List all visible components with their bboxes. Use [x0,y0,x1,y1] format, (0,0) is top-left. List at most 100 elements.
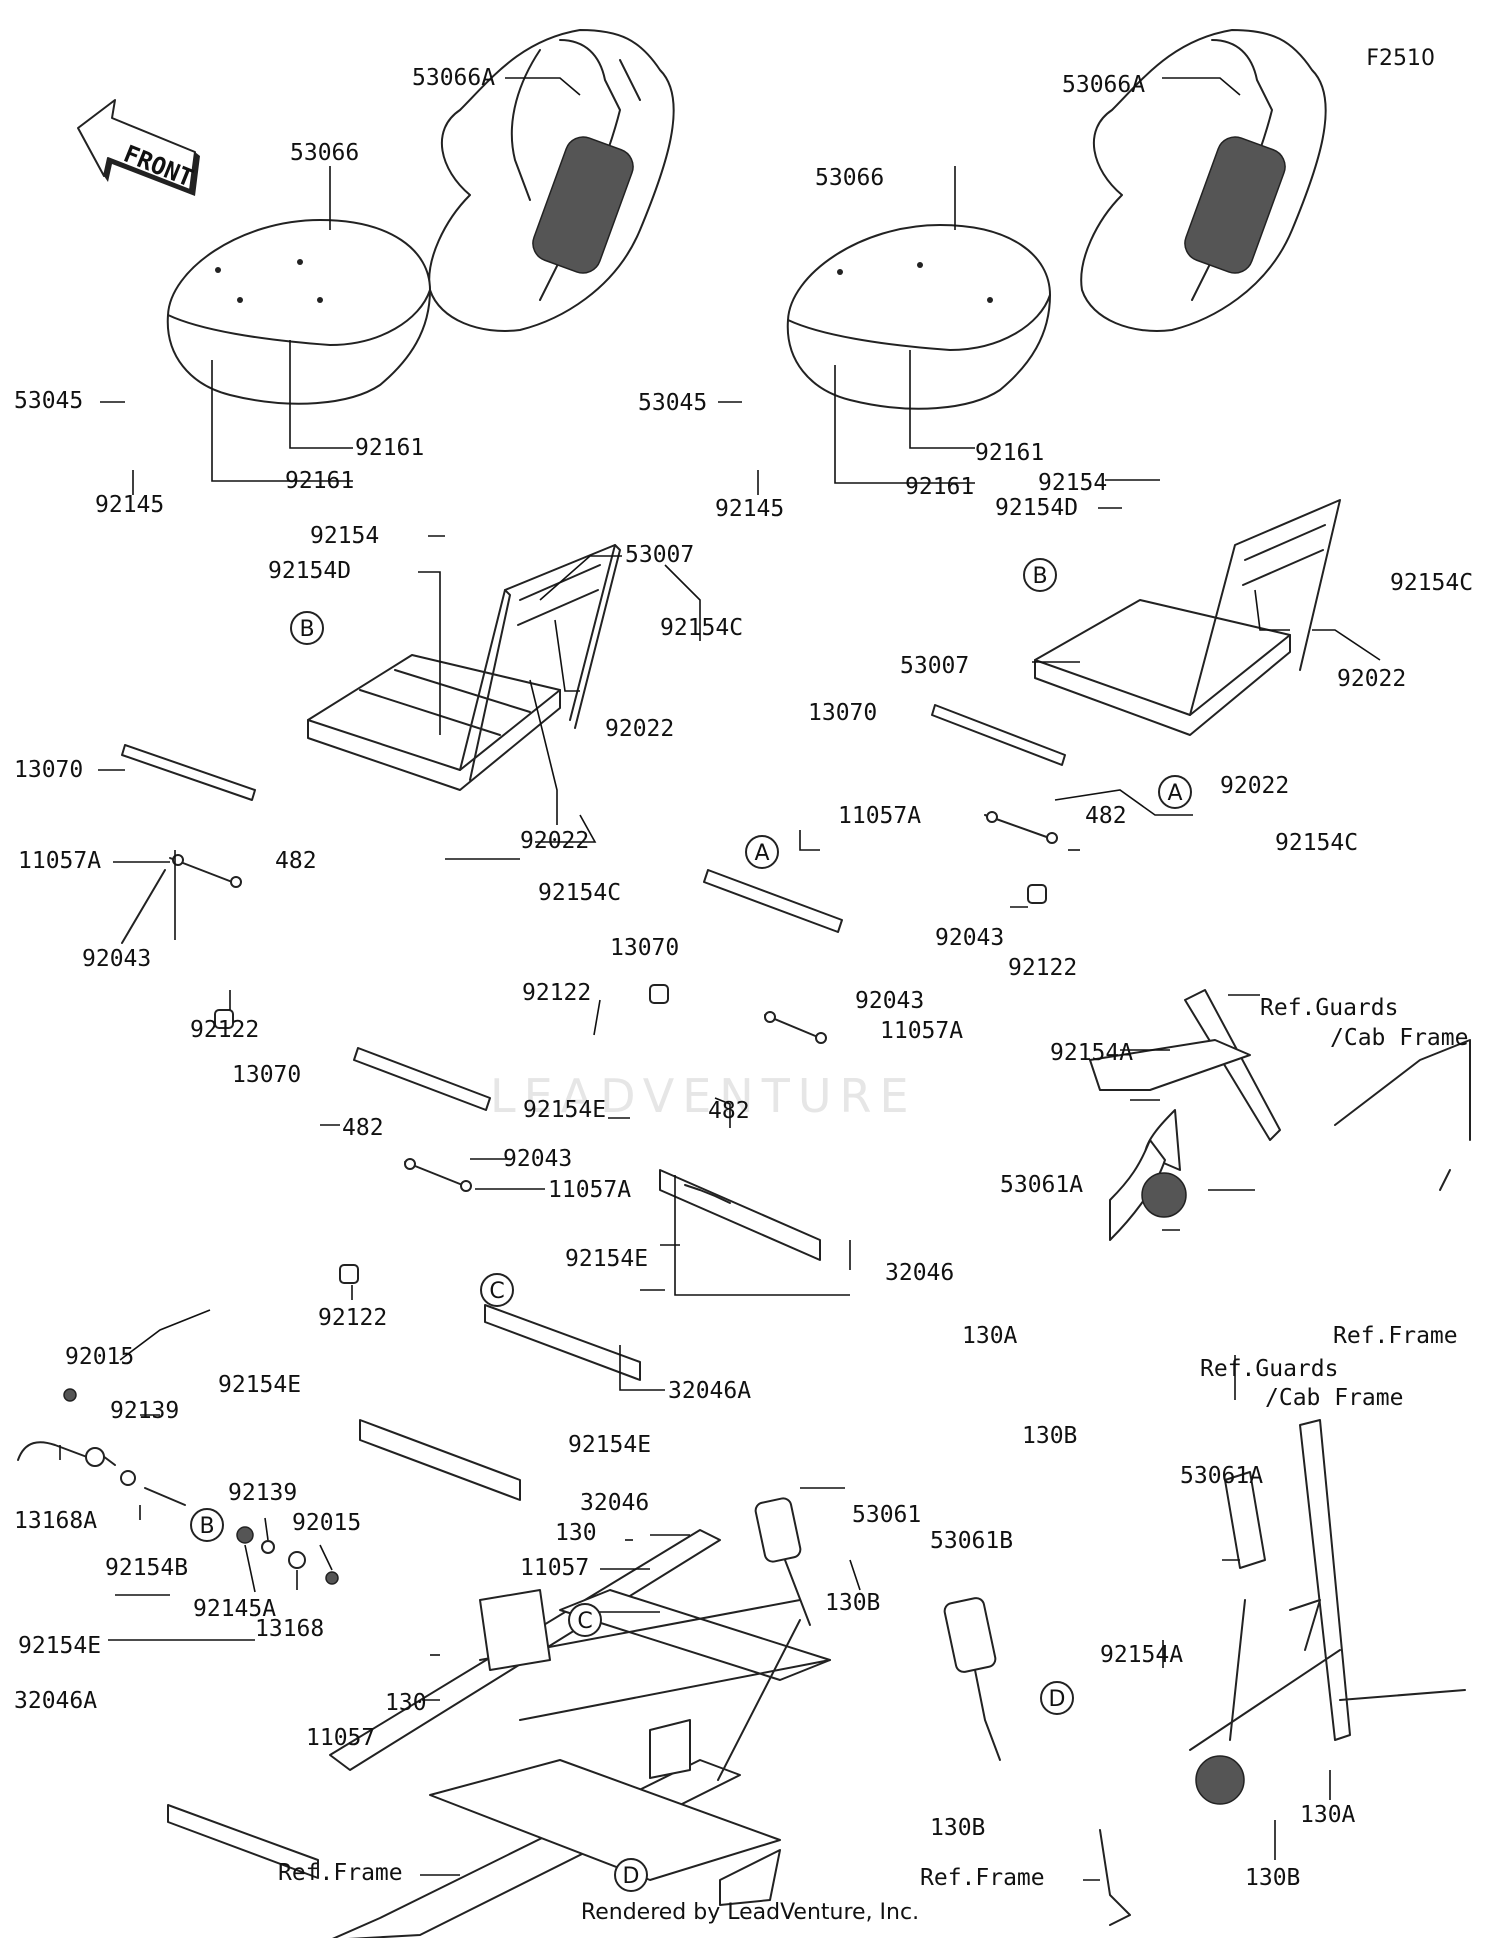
part-label: 482 [708,1098,750,1124]
part-label: 92015 [65,1344,134,1370]
seat-belt-assembly-lower [1099,1419,1466,1926]
part-label: 92154E [568,1432,651,1458]
right-seat-cushion [786,224,1051,410]
part-label: 92022 [605,716,674,742]
part-label: 92122 [190,1017,259,1043]
part-label: 92022 [520,828,589,854]
part-label: 92154 [1038,470,1107,496]
seat-belt-buckle-right [943,1597,1001,1761]
svg-text:C: C [489,1279,504,1304]
part-label: 11057A [18,848,101,874]
part-label: 92145A [193,1596,276,1622]
part-label: 53007 [625,542,694,568]
part-label: 53066A [412,65,495,91]
part-label: 13070 [610,935,679,961]
callout-marker: C [568,1603,602,1637]
svg-text:A: A [1167,781,1182,806]
callout-marker: D [614,1858,648,1892]
part-label: Ref.Guards [1200,1356,1338,1382]
right-seat-rail [931,704,1066,904]
left-seat-cushion [166,219,431,405]
part-label: 53045 [14,388,83,414]
part-label: 92154C [1390,570,1473,596]
part-label: 130B [930,1815,985,1841]
part-label: 92122 [1008,955,1077,981]
seat-lever-linkage [17,1388,339,1585]
callout-marker: B [190,1508,224,1542]
part-label: 53066 [290,140,359,166]
part-label: 92154E [523,1097,606,1123]
part-label: 482 [1085,803,1127,829]
svg-text:D: D [1049,1687,1066,1712]
part-label: 53061A [1000,1172,1083,1198]
part-label: /Cab Frame [1265,1385,1403,1411]
part-label: 32046 [885,1260,954,1286]
part-label: 92139 [228,1480,297,1506]
part-label: Ref.Frame [920,1865,1045,1891]
part-label: 130B [825,1590,880,1616]
part-label: 53045 [638,390,707,416]
part-label: 53061A [1180,1463,1263,1489]
part-label: 92154D [995,495,1078,521]
sub-frame [329,1529,831,1938]
right-seat-frame [1034,499,1341,736]
part-label: 32046A [14,1688,97,1714]
part-label: 130A [1300,1802,1356,1828]
part-label: 92154A [1100,1642,1183,1668]
footer-credit: Rendered by LeadVenture, Inc. [580,1900,920,1925]
part-label: 11057A [548,1177,631,1203]
part-label: 92022 [1220,773,1289,799]
part-label: 11057 [520,1555,589,1581]
part-label: 92154C [660,615,743,641]
part-label: 92043 [935,925,1004,951]
part-label: 92043 [503,1146,572,1172]
part-label: 11057A [838,803,921,829]
middle-rails [167,869,843,1879]
part-label: 92139 [110,1398,179,1424]
part-label: 92043 [82,946,151,972]
part-label: Ref.Frame [1333,1323,1458,1349]
part-label: 130 [555,1520,597,1546]
callout-marker: B [1023,558,1057,592]
part-label: 92154E [18,1633,101,1659]
part-label: 130B [1022,1423,1077,1449]
part-label: 92154 [310,523,379,549]
part-labels: 53066A 53066 53045 92145 92161 92161 921… [14,65,1473,1891]
seat-belt-assembly-upper [1089,989,1471,1241]
part-label: 32046 [580,1490,649,1516]
part-label: 92161 [975,440,1044,466]
part-label: /Cab Frame [1330,1025,1468,1051]
right-seat-back [1080,29,1327,332]
part-label: 92022 [1337,666,1406,692]
left-seat-rail [121,744,256,1029]
part-label: 92145 [715,496,784,522]
part-label: 92015 [292,1510,361,1536]
part-label: 92154B [105,1555,188,1581]
part-label: 53066A [1062,72,1145,98]
watermark: LEADVENTURE [490,1069,917,1123]
part-label: 130B [1245,1865,1300,1891]
part-label: 32046A [668,1378,751,1404]
callout-marker: A [745,835,779,869]
part-label: 482 [342,1115,384,1141]
part-label: 130 [385,1690,427,1716]
svg-text:A: A [754,841,769,866]
part-label: 92145 [95,492,164,518]
figure-code: F2510 [1366,46,1435,71]
part-label: 92154E [565,1246,648,1272]
left-seat-back [428,29,675,332]
part-label: 53061 [852,1502,921,1528]
part-label: 53007 [900,653,969,679]
part-label: 92154E [218,1372,301,1398]
callout-circles: B B A A C B C D D [190,558,1192,1892]
front-arrow-icon: FRONT [77,99,200,196]
svg-text:D: D [623,1864,640,1889]
left-seat-frame [307,544,621,791]
svg-text:C: C [577,1609,592,1634]
part-label: 92154A [1050,1040,1133,1066]
part-label: 13070 [808,700,877,726]
part-label: 53061B [930,1528,1013,1554]
part-label: 92154C [1275,830,1358,856]
svg-text:B: B [299,617,314,642]
